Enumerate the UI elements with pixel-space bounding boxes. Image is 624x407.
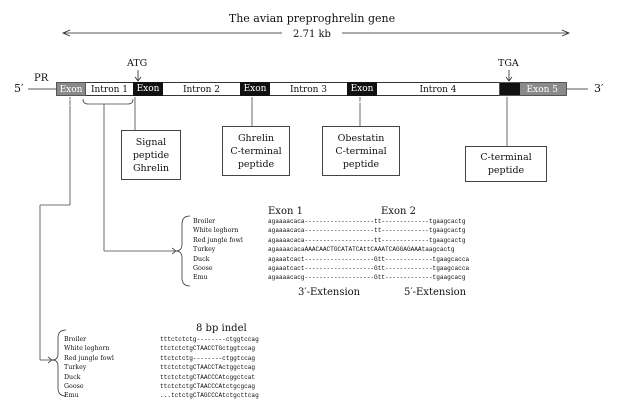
gene-segment: Exon 1 — [56, 82, 86, 109]
c-terminal-peptide-box: C-terminal peptide — [465, 146, 547, 182]
gene-segment: Intron 1 — [86, 82, 133, 96]
species-label: Red jungle fowl — [193, 236, 243, 244]
species-label: Turkey — [64, 364, 87, 372]
product-line: peptide — [132, 149, 170, 161]
atg-label: ATG — [127, 58, 148, 69]
alignment1-exon1-header: Exon 1 — [268, 206, 303, 217]
sequence-row: tttctctctg--------ctggtccag — [160, 336, 259, 343]
sequence-row: agaaatcact-------------------Gtt--------… — [268, 265, 470, 273]
five-prime-extension-label: 5′-Extension — [404, 287, 467, 298]
three-prime-extension-label: 3′-Extension — [298, 287, 361, 298]
promoter-label: PR — [34, 73, 49, 84]
product-line: C-terminal — [230, 145, 282, 157]
gene-segment: Exon 2 — [133, 82, 163, 108]
species-label: Duck — [193, 255, 210, 263]
species-label: Broiler — [193, 218, 216, 225]
alignment2-header: 8 bp indel — [196, 323, 247, 334]
sequence-row: ttctctctgCTAACCCAtctgcgcag — [160, 383, 256, 391]
species-label: White leghorn — [64, 345, 110, 353]
five-prime-label: 5′ — [14, 82, 24, 95]
gene-segment: Exon 5 — [499, 82, 567, 96]
species-label: Emu — [64, 392, 79, 400]
sequence-row: agaaaacaca-------------------tt---------… — [268, 236, 466, 244]
product-line: Ghrelin — [132, 162, 170, 174]
alignment1-sequences: agaaaacaca-------------------tt---------… — [268, 217, 469, 283]
species-label: Duck — [64, 373, 81, 381]
product-line: peptide — [237, 158, 275, 170]
sequence-row: ttctctctgCTAACCCAtcggctcat — [160, 373, 256, 381]
product-line: C-terminal — [480, 152, 532, 163]
sequence-row: ttctctctgCTAACCTGctggtccag — [160, 345, 256, 353]
species-label: White leghorn — [193, 227, 239, 235]
product-line: Signal — [135, 136, 167, 148]
product-line: peptide — [342, 158, 380, 170]
gene-segment: Intron 3 — [270, 82, 347, 96]
gene-length-label: 2.71 kb — [293, 29, 331, 40]
species-label: Goose — [193, 265, 213, 273]
sequence-row: ttctctctg--------ctggtccag — [160, 354, 256, 362]
sequence-row: agaaaacacg-------------------Gtt--------… — [268, 274, 466, 282]
product-line: C-terminal — [335, 145, 387, 157]
gene-segment: Intron 4 — [377, 82, 499, 96]
gene-segment: Intron 2 — [163, 82, 240, 96]
species-label: Goose — [64, 383, 84, 391]
sequence-row: agaaatcact-------------------Gtt--------… — [268, 255, 470, 263]
sequence-row: agaaaacaca-------------------tt---------… — [268, 227, 466, 235]
species-label: Broiler — [64, 336, 87, 343]
product-line: peptide — [487, 165, 525, 176]
species-label: Red jungle fowl — [64, 354, 114, 362]
sequence-row: ttctctctgCTAACCTActggctcag — [160, 364, 256, 372]
species-label: Turkey — [193, 246, 216, 254]
alignment2-sequences: tttctctctg--------ctggtccag ttctctctgCTAA… — [160, 335, 259, 401]
product-line: Obestatin — [337, 132, 385, 144]
sequence-row: agaaaacacaAAACAACTGCATATCAttCAAATCAGGAGA… — [268, 246, 455, 254]
sequence-row: ...tctctgCTAGCCCAtctgcttcag — [160, 392, 259, 400]
figure-title: The avian preproghrelin gene — [228, 12, 396, 25]
tga-label: TGA — [498, 58, 519, 69]
sequence-row: agaaaacaca-------------------tt---------… — [268, 218, 466, 225]
alignment1-exon2-header: Exon 2 — [381, 206, 416, 217]
three-prime-label: 3′ — [594, 82, 604, 95]
gene-segment: Exon 3 — [240, 82, 270, 108]
product-line: Ghrelin — [237, 132, 275, 144]
gene-segment: Exon 4 — [347, 82, 377, 108]
species-label: Emu — [193, 274, 208, 282]
